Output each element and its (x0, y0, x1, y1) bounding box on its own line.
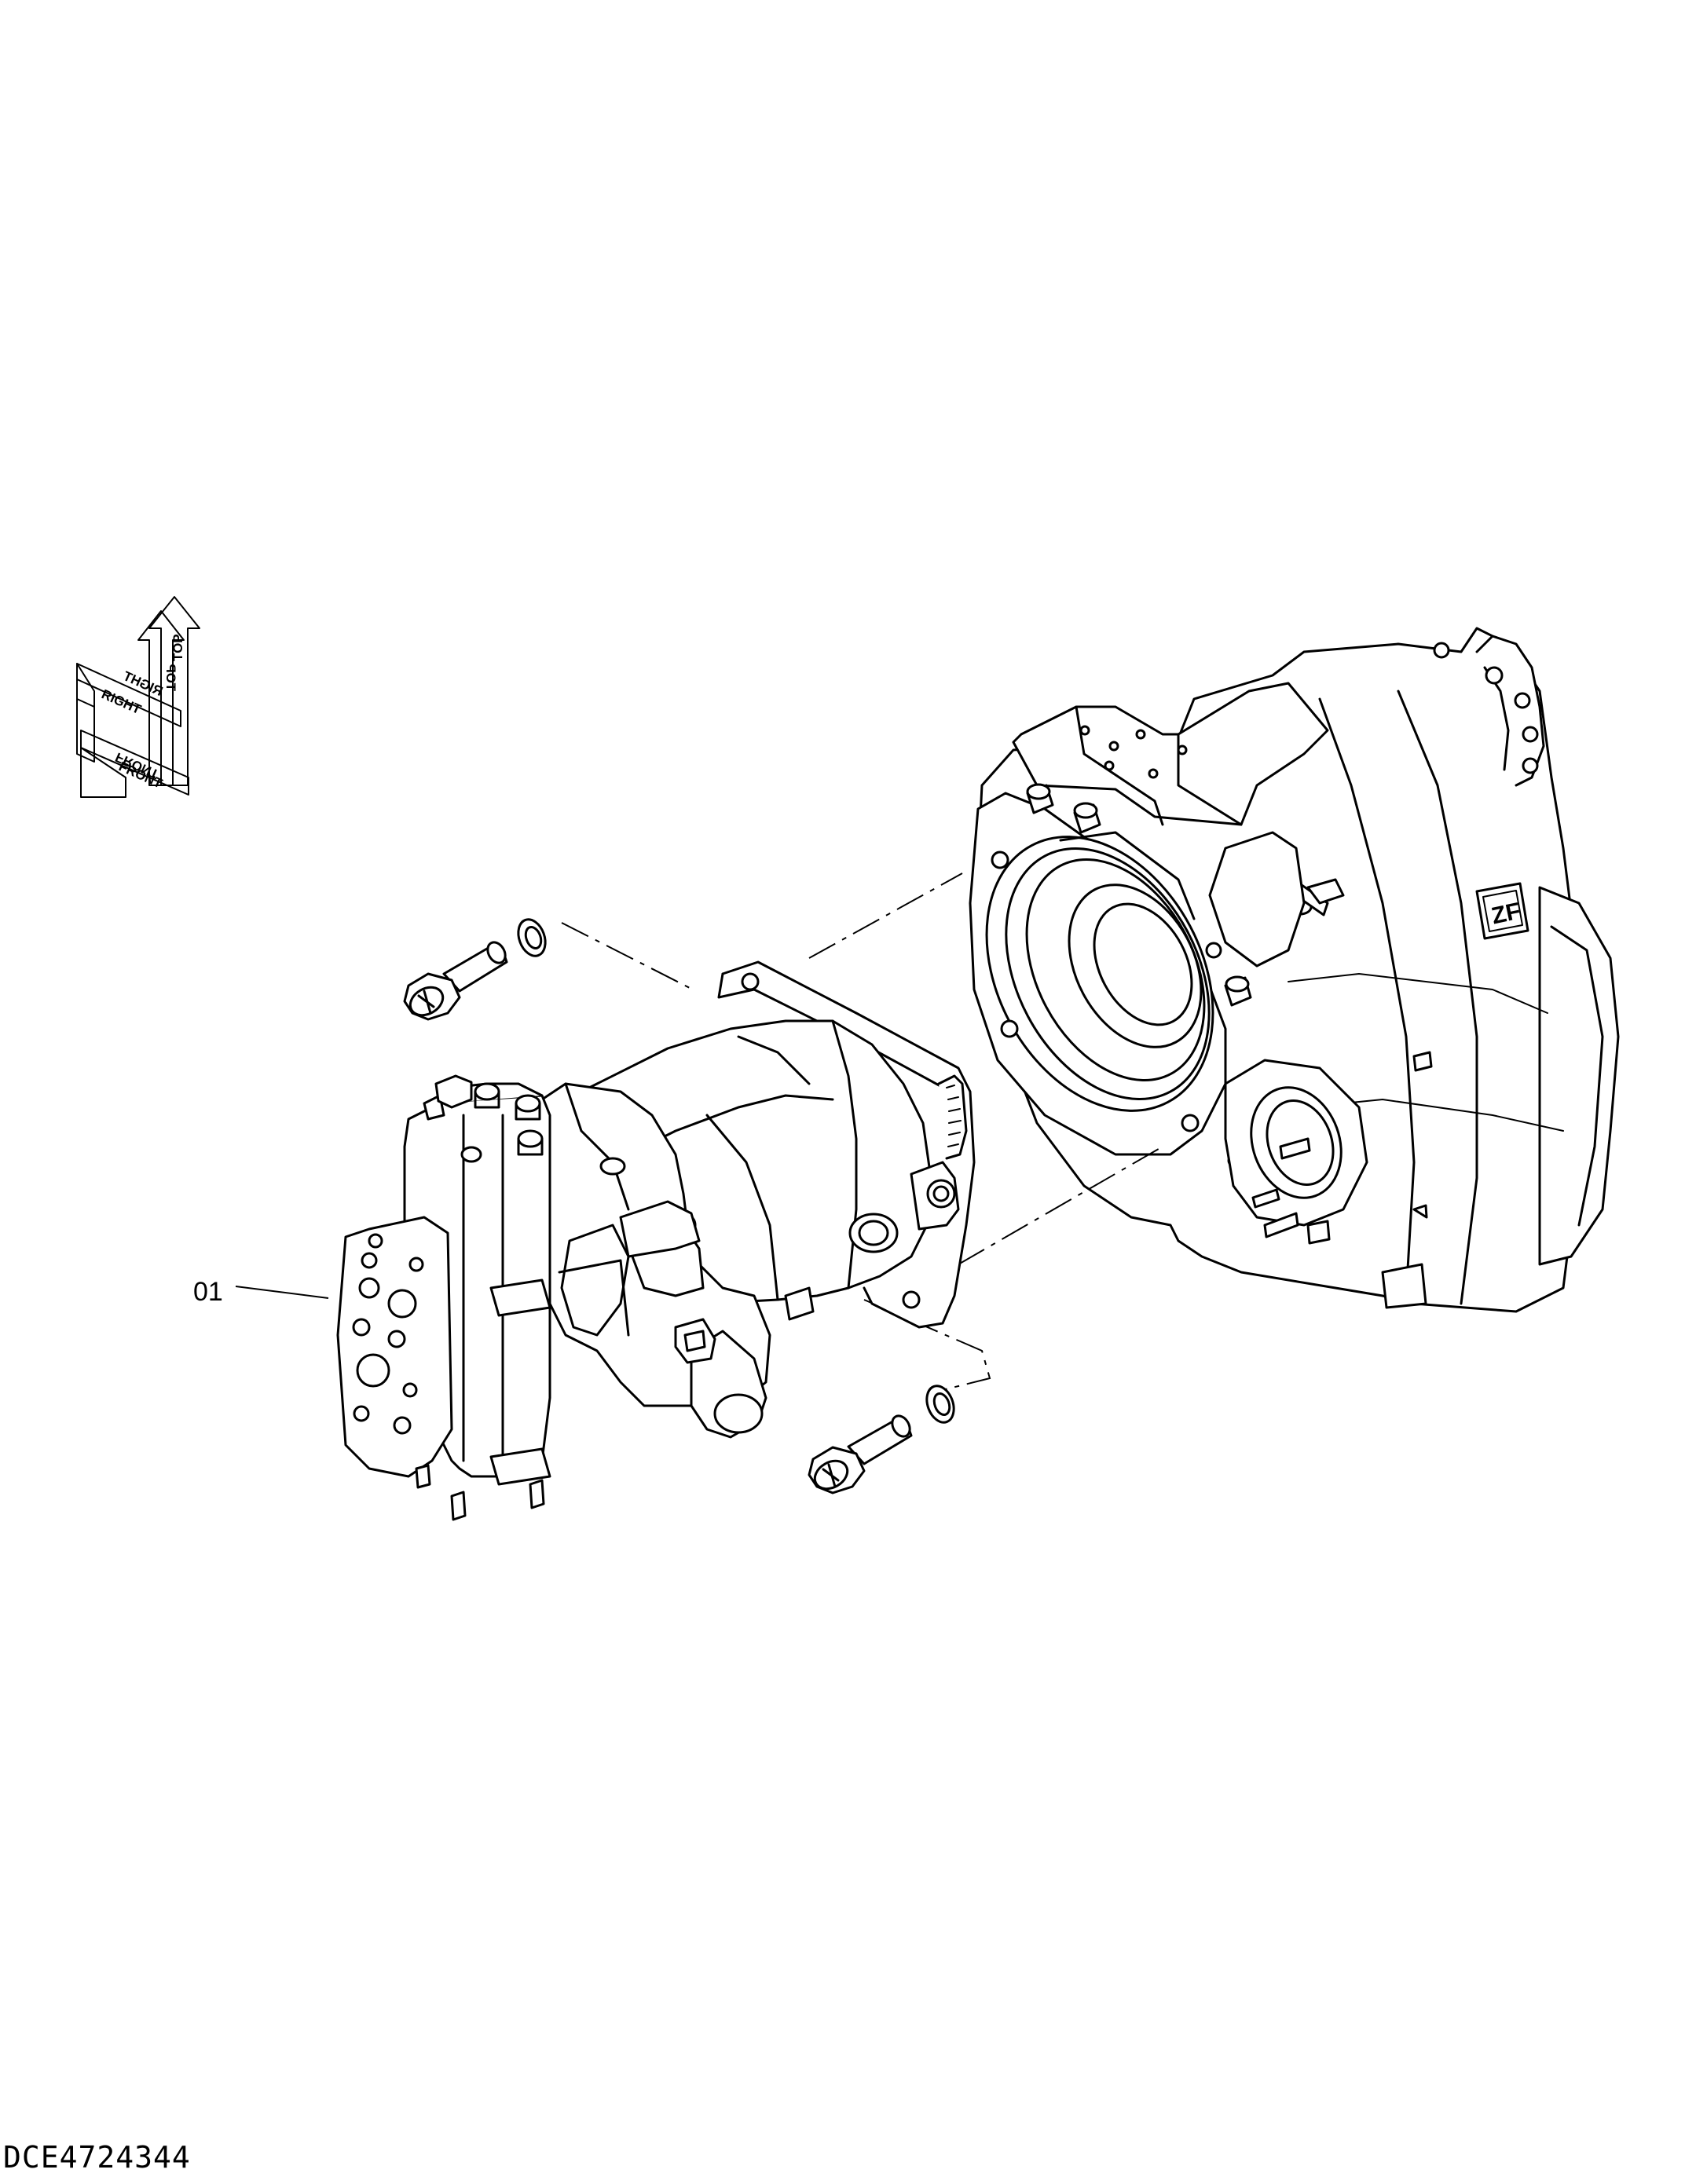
orientation-label-top: TOP (170, 634, 185, 661)
part-callout-01: 01 (193, 1277, 223, 1307)
orientation-label-right-mirrored: RIGHT (120, 668, 165, 699)
lower-bolt-assembly (808, 1385, 955, 1494)
gearbox-housing: ZF (969, 627, 1620, 1313)
zf-logo: ZF (1489, 898, 1523, 930)
drawing-id: DCE4724344 (3, 2140, 191, 2175)
orientation-indicator: TOP TOP RIGHT RIGHT FRONT FRONT (76, 596, 200, 798)
orientation-label-top-mirrored: TOP (163, 664, 178, 691)
hydraulic-motor-part-01 (336, 960, 976, 1521)
callout-leader-01 (235, 1286, 329, 1299)
upper-bolt-assembly (403, 918, 547, 1021)
